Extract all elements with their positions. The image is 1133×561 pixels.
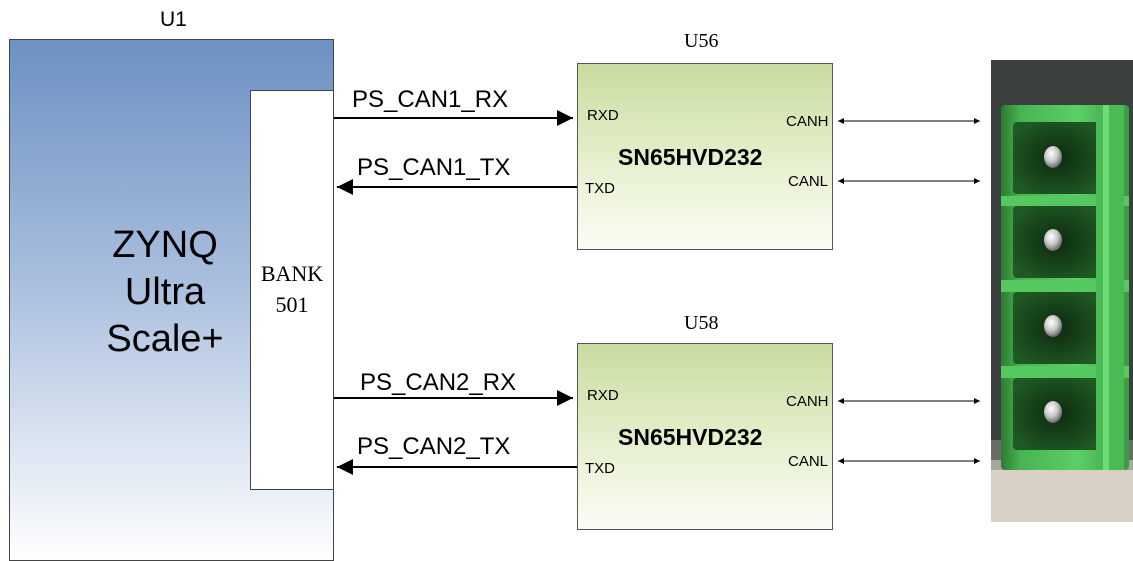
u58-canl-pin: CANL [788, 453, 829, 470]
signal-label-can1-tx: PS_CAN1_TX [357, 154, 511, 181]
u56-ref-label: U56 [684, 30, 719, 52]
u1-ref-label: U1 [160, 8, 187, 31]
bank-label-line-2: 501 [275, 292, 309, 317]
can-terminal-connector [991, 60, 1133, 522]
u58-transceiver-block [577, 343, 833, 530]
u56-transceiver-block [577, 63, 833, 250]
signal-label-can1-rx: PS_CAN1_RX [352, 86, 509, 113]
u58-ref-label: U58 [684, 312, 719, 334]
zynq-chip-name: ZYNQ Ultra Scale+ [40, 222, 290, 363]
chip-name-line-1: ZYNQ [112, 224, 218, 266]
chip-name-line-3: Scale+ [106, 318, 224, 360]
u58-rxd-pin: RXD [587, 387, 619, 404]
bank-501-block [250, 90, 334, 490]
chip-name-line-2: Ultra [124, 271, 206, 313]
terminal-screws [1044, 146, 1062, 423]
bank-label: BANK 501 [250, 258, 334, 320]
u56-canh-pin: CANH [786, 113, 829, 130]
u56-txd-pin: TXD [585, 180, 615, 197]
signal-label-can2-tx: PS_CAN2_TX [357, 433, 511, 460]
u56-part-number: SN65HVD232 [618, 144, 763, 170]
u58-txd-pin: TXD [585, 460, 615, 477]
u58-canh-pin: CANH [786, 393, 829, 410]
u56-canl-pin: CANL [788, 173, 829, 190]
u56-rxd-pin: RXD [587, 107, 619, 124]
u58-part-number: SN65HVD232 [618, 424, 763, 450]
signal-label-can2-rx: PS_CAN2_RX [360, 369, 517, 396]
bank-label-line-1: BANK [260, 261, 324, 286]
